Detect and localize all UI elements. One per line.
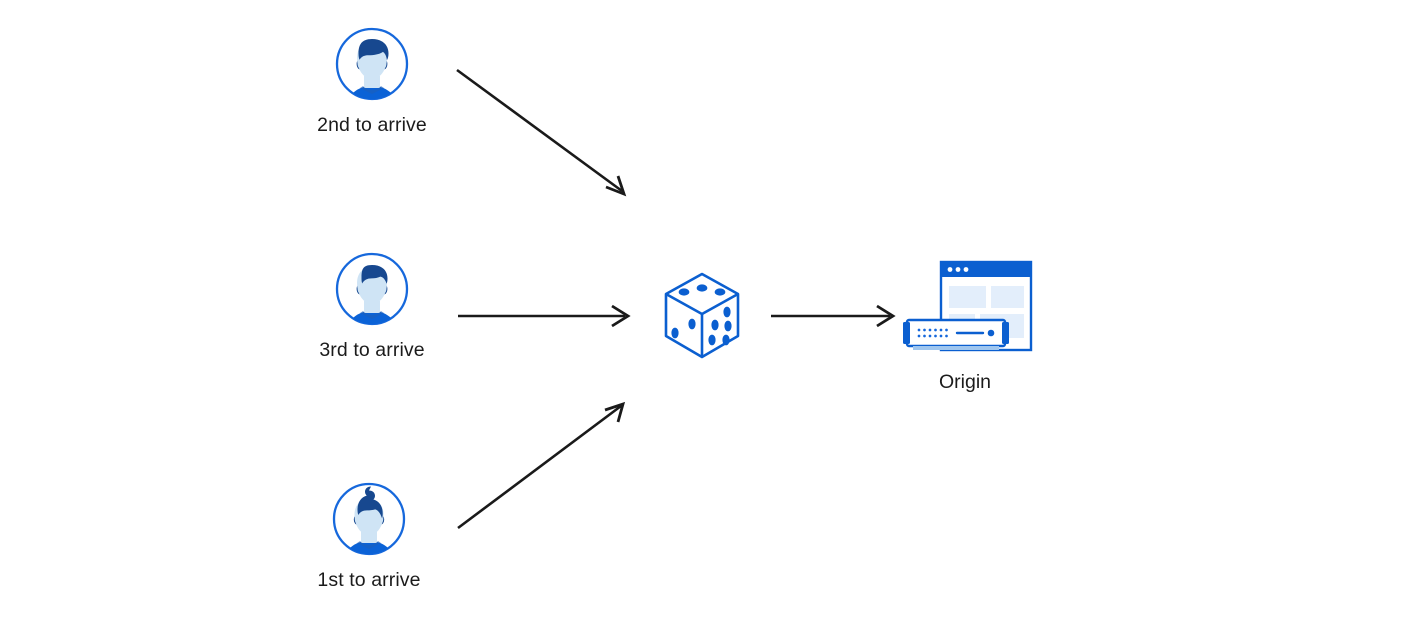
origin-server-icon <box>903 260 1033 352</box>
arrow-2nd-to-dice <box>456 68 627 197</box>
arrow-dice-to-origin <box>771 304 896 328</box>
node-visitor-1st[interactable]: 1st to arrive <box>289 481 449 592</box>
user-avatar-icon <box>335 27 409 101</box>
dice-icon <box>664 272 740 359</box>
node-visitor-2nd[interactable]: 2nd to arrive <box>292 26 452 137</box>
dice-left-pips <box>671 318 696 339</box>
node-label: Origin <box>938 371 992 393</box>
user-avatar-icon <box>332 482 406 556</box>
arrow-3rd-to-dice <box>458 304 631 328</box>
node-origin[interactable]: Origin <box>885 258 1045 394</box>
dice-right-pips <box>708 306 732 346</box>
node-label: 1st to arrive <box>317 569 421 591</box>
node-randomizer[interactable] <box>657 268 747 368</box>
arrow-1st-to-dice <box>457 401 626 530</box>
node-label: 3rd to arrive <box>319 339 425 361</box>
node-label: 2nd to arrive <box>317 114 427 136</box>
router-device-icon <box>903 318 1009 350</box>
dice-top-pips <box>678 284 726 296</box>
user-avatar-icon <box>335 252 409 326</box>
node-visitor-3rd[interactable]: 3rd to arrive <box>292 251 452 362</box>
